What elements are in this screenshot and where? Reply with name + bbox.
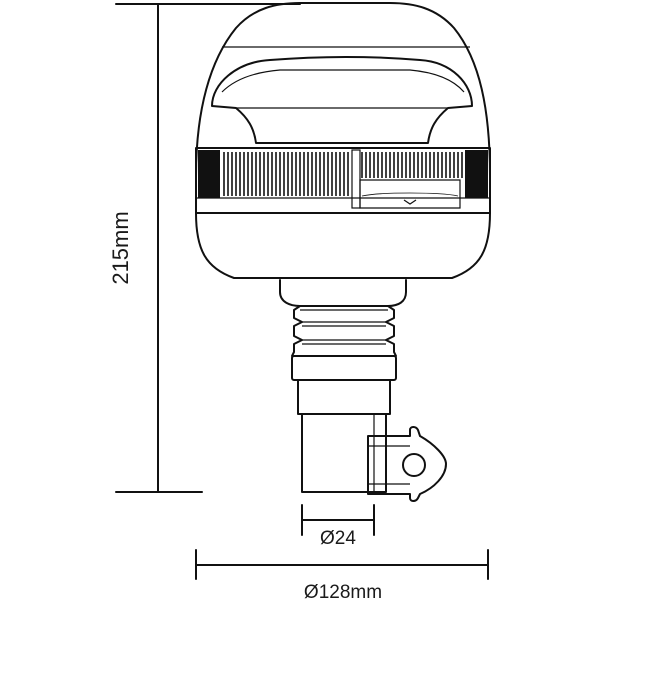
led-band-frame — [195, 147, 491, 214]
reflector-cap-highlight — [221, 69, 465, 93]
stem-upper-ring — [291, 355, 397, 381]
bellows-right-profile — [385, 305, 397, 357]
lower-housing — [195, 212, 491, 279]
overall-diameter-label: Ø128mm — [304, 582, 382, 603]
mount-stem — [291, 355, 397, 493]
led-band-left-shade — [198, 150, 220, 198]
led-band-divider — [351, 149, 361, 209]
led-module-notch — [403, 199, 417, 205]
flex-bellows — [291, 305, 397, 357]
base-diameter-label: Ø24 — [320, 528, 356, 549]
collar-outline — [279, 279, 407, 307]
dome-outline — [195, 2, 491, 214]
reflector-cap — [211, 56, 473, 144]
overall-diameter-dimension: Ø128mm — [195, 549, 489, 603]
lower-housing-outline — [195, 212, 491, 279]
led-fins-right — [361, 152, 463, 178]
stem-upper-body — [297, 379, 391, 415]
led-fins-left — [223, 152, 349, 196]
led-band — [195, 147, 491, 214]
clamp-plate — [367, 426, 447, 502]
bellows-left-profile — [291, 305, 303, 357]
clamp-bolt-hole — [402, 453, 426, 477]
base-collar — [279, 279, 407, 307]
height-dimension: 215mm — [108, 3, 301, 493]
led-band-right-shade — [465, 150, 488, 198]
beacon-dome — [195, 2, 491, 214]
height-label: 215mm — [108, 211, 133, 284]
led-module-window — [359, 179, 461, 209]
stem-lower-body — [301, 413, 387, 493]
clamp-bracket — [367, 426, 447, 502]
led-module-curve — [361, 192, 459, 197]
base-diameter-dimension: Ø24 — [301, 504, 375, 549]
